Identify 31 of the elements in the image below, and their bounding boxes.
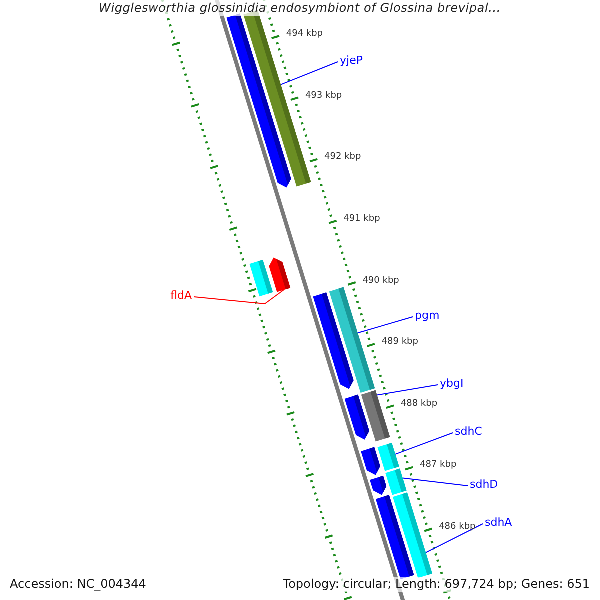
gene-feature xyxy=(269,258,291,292)
gene-label: fldA xyxy=(170,289,192,303)
gene-label: ybgI xyxy=(440,377,464,391)
gene-feature xyxy=(361,390,390,442)
scale-label: 488 kbp xyxy=(400,398,438,410)
leader-line xyxy=(376,384,438,396)
scale-label: 493 kbp xyxy=(305,90,342,102)
leader-line xyxy=(402,478,468,486)
gene-label: yjeP xyxy=(340,54,363,68)
gene-label: sdhD xyxy=(470,478,498,492)
gene-label: pgm xyxy=(415,309,440,323)
leader-line xyxy=(280,62,338,86)
leader-line xyxy=(194,290,284,305)
scale-label: 491 kbp xyxy=(344,214,380,225)
gene-feature xyxy=(393,492,432,578)
topology-text: Topology: circular; Length: 697,724 bp; Genes: 651 xyxy=(281,577,592,592)
leader-line xyxy=(426,524,484,554)
gene-label: sdhC xyxy=(455,425,482,439)
accession-text: Accession: NC_004344 xyxy=(8,577,148,592)
scale-label: 490 kbp xyxy=(362,276,400,287)
scale-label: 492 kbp xyxy=(324,152,362,164)
gene-feature xyxy=(386,468,407,496)
leader-line xyxy=(357,316,414,334)
scale-label: 487 kbp xyxy=(420,460,457,472)
gene-label: sdhA xyxy=(485,516,512,530)
gene-feature xyxy=(329,287,376,393)
scale-label: 494 kbp xyxy=(286,29,324,40)
gene-feature xyxy=(378,443,400,472)
leader-line xyxy=(395,432,454,455)
scale-label: 489 kbp xyxy=(382,337,418,348)
scale-label: 486 kbp xyxy=(439,522,476,533)
